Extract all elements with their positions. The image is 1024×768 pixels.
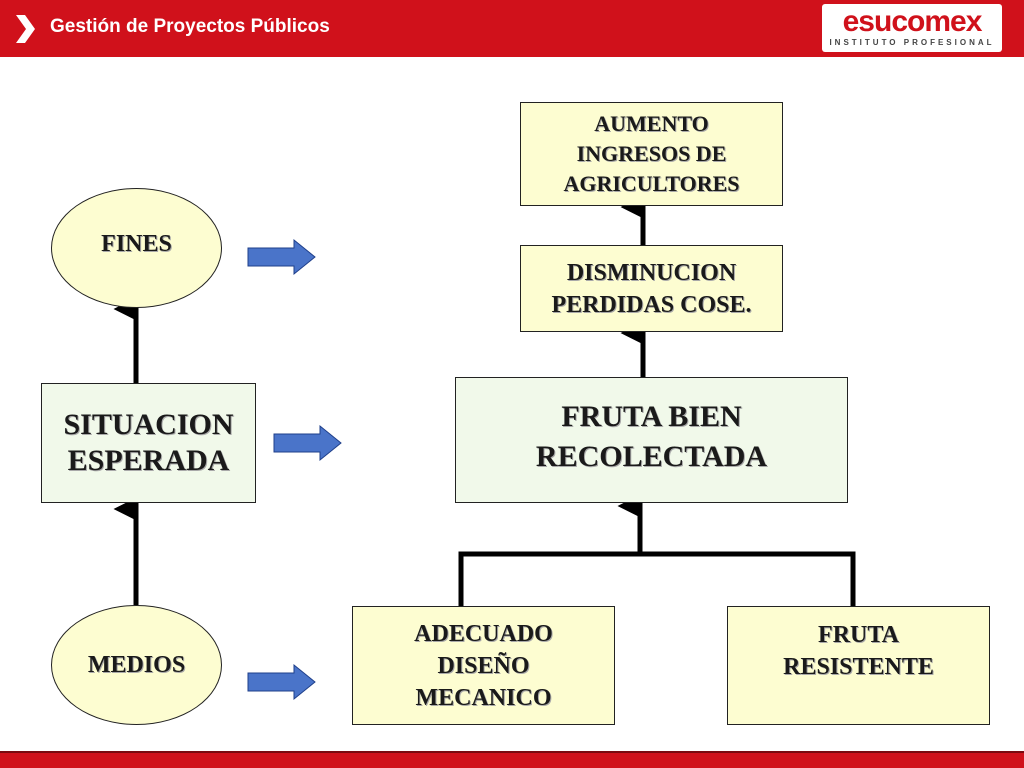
medios-label: MEDIOS bbox=[87, 651, 186, 678]
medios-node: MEDIOS bbox=[51, 605, 222, 725]
adecuado-diseno-node: ADECUADO DISEÑO MECANICO bbox=[352, 606, 615, 725]
slide-title: Gestión de Proyectos Públicos bbox=[50, 16, 330, 37]
footer-bar bbox=[0, 751, 1024, 768]
fruta-bien-recolectada-label: FRUTA BIEN RECOLECTADA bbox=[535, 400, 768, 473]
fines-node: FINES bbox=[51, 188, 222, 308]
connector-bracket bbox=[458, 551, 856, 606]
aumento-ingresos-label: AUMENTO INGRESOS DE AGRICULTORES bbox=[563, 111, 740, 196]
blue-right-arrow-icon bbox=[247, 238, 316, 276]
disminucion-perdidas-node: DISMINUCION PERDIDAS COSE. bbox=[520, 245, 783, 332]
aumento-ingresos-node: AUMENTO INGRESOS DE AGRICULTORES bbox=[520, 102, 783, 206]
blue-right-arrow-icon bbox=[273, 424, 342, 462]
fruta-bien-recolectada-node: FRUTA BIEN RECOLECTADA bbox=[455, 377, 848, 503]
fruta-resistente-label: FRUTA RESISTENTE bbox=[783, 621, 934, 680]
disminucion-perdidas-label: DISMINUCION PERDIDAS COSE. bbox=[551, 259, 752, 318]
chevron-right-icon bbox=[16, 15, 35, 43]
fruta-resistente-node: FRUTA RESISTENTE bbox=[727, 606, 990, 725]
situacion-esperada-node: SITUACION ESPERADA bbox=[41, 383, 256, 503]
header-bar: Gestión de Proyectos Públicos esucomex I… bbox=[0, 0, 1024, 57]
blue-right-arrow-icon bbox=[247, 663, 316, 701]
situacion-esperada-label: SITUACION ESPERADA bbox=[63, 408, 234, 477]
fines-label: FINES bbox=[101, 230, 172, 257]
logo-subtitle: INSTITUTO PROFESIONAL bbox=[829, 38, 995, 47]
esucomex-logo: esucomex INSTITUTO PROFESIONAL bbox=[822, 4, 1002, 52]
logo-name: esucomex bbox=[842, 5, 983, 38]
adecuado-diseno-label: ADECUADO DISEÑO MECANICO bbox=[414, 620, 553, 711]
